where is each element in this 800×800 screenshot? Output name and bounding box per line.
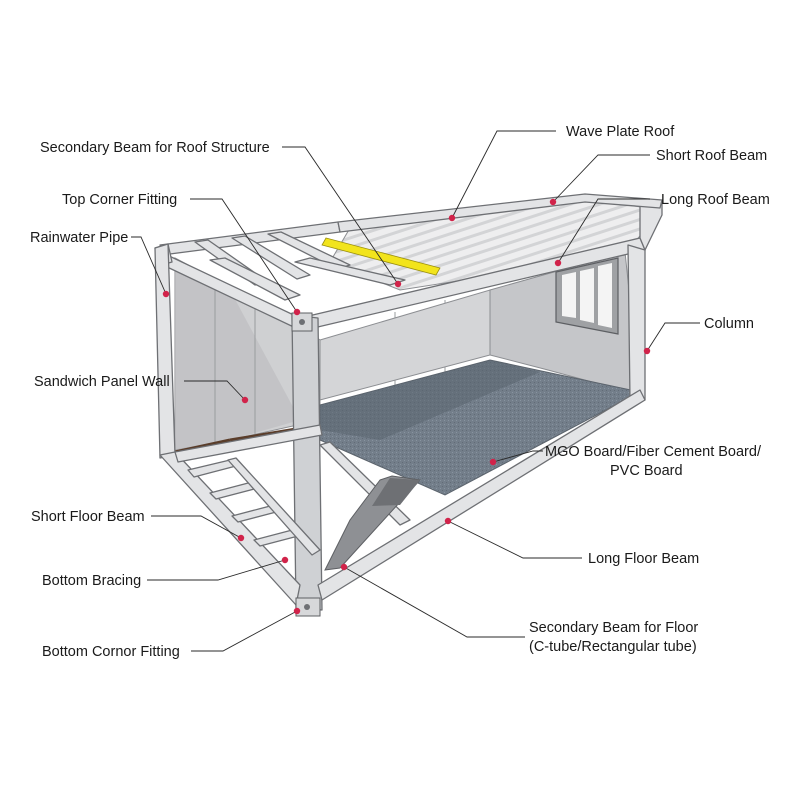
floor-long-beam-right	[317, 389, 646, 601]
floor-shadow	[320, 360, 540, 440]
marker-top-corner-fitting	[293, 308, 301, 316]
leader-top-corner-fitting	[190, 198, 298, 313]
markers	[162, 198, 651, 615]
marker-short-roof-beam	[549, 198, 557, 206]
corner-hole	[299, 319, 305, 325]
marker-long-roof-beam	[554, 259, 562, 267]
floor-secondary-beam-1	[187, 459, 237, 478]
marker-rainwater-pipe	[162, 290, 170, 298]
label-bottom-bracing: Bottom Bracing	[42, 573, 141, 589]
leader-short-roof-beam	[552, 154, 650, 203]
wall-shadow	[175, 258, 300, 450]
label-sandwich-panel-wall: Sandwich Panel Wall	[34, 374, 170, 390]
marker-column	[643, 347, 651, 355]
leader-sandwich-panel-wall	[184, 380, 246, 401]
marker-bottom-bracing	[281, 556, 289, 564]
label-mgo-board-line2: PVC Board	[610, 463, 683, 479]
label-short-roof-beam: Short Roof Beam	[656, 148, 767, 164]
label-short-floor-beam: Short Floor Beam	[31, 509, 145, 525]
leader-lines	[131, 130, 700, 652]
marker-secondary-beam-floor	[340, 563, 348, 571]
label-rainwater-pipe: Rainwater Pipe	[30, 230, 128, 246]
label-bottom-corner-fitting: Bottom Cornor Fitting	[42, 644, 180, 660]
marker-short-floor-beam	[237, 534, 245, 542]
corner-hole	[304, 604, 310, 610]
leader-long-roof-beam	[557, 198, 650, 264]
marker-sandwich-panel-wall	[241, 396, 249, 404]
floor-long-beam-left	[159, 451, 301, 606]
interior-rear-wall	[319, 289, 491, 401]
marker-wave-plate-roof	[448, 214, 456, 222]
column-front-left	[291, 314, 323, 611]
leader-secondary-beam-roof	[282, 146, 399, 285]
marker-mgo-board	[489, 458, 497, 466]
leader-bottom-corner-fitting	[191, 610, 298, 652]
roof-sec-beam-4	[209, 257, 301, 301]
label-wave-plate-roof: Wave Plate Roof	[566, 124, 675, 140]
floor-short-beam-back	[174, 424, 323, 463]
leader-secondary-beam-floor	[343, 566, 525, 638]
container-illustration	[154, 193, 663, 617]
label-mgo-board-line1: MGO Board/Fiber Cement Board/	[545, 444, 762, 460]
roof-back-long-beam	[337, 193, 663, 233]
roof-sec-beam-3	[267, 231, 351, 270]
marker-bottom-corner-fitting	[293, 607, 301, 615]
leader-column	[646, 322, 700, 352]
roof-sec-beam-2	[231, 235, 311, 280]
label-long-floor-beam: Long Floor Beam	[588, 551, 699, 567]
leader-long-floor-beam	[447, 520, 582, 559]
label-secondary-beam-roof: Secondary Beam for Roof Structure	[40, 140, 270, 156]
label-top-corner-fitting: Top Corner Fitting	[62, 192, 177, 208]
leader-short-floor-beam	[151, 515, 242, 539]
leader-bottom-bracing	[147, 559, 286, 581]
roof-sec-beam-5	[294, 257, 406, 286]
label-long-roof-beam: Long Roof Beam	[661, 192, 770, 208]
leader-wave-plate-roof	[451, 130, 556, 219]
marker-secondary-beam-roof	[394, 280, 402, 288]
yellow-strip	[321, 237, 441, 276]
leader-mgo-board	[492, 450, 543, 463]
window	[555, 257, 619, 335]
label-column: Column	[704, 316, 754, 332]
label-secondary-beam-floor-line1: Secondary Beam for Floor	[529, 620, 698, 636]
bottom-bracing-plate	[372, 478, 420, 506]
labels: Wave Plate Roof Short Roof Beam Long Roo…	[30, 124, 770, 660]
marker-long-floor-beam	[444, 517, 452, 525]
leader-rainwater-pipe	[131, 236, 167, 295]
label-secondary-beam-floor-line2: (C-tube/Rectangular tube)	[529, 639, 697, 655]
column-right	[627, 244, 646, 401]
floor-inner-rail	[227, 457, 321, 556]
